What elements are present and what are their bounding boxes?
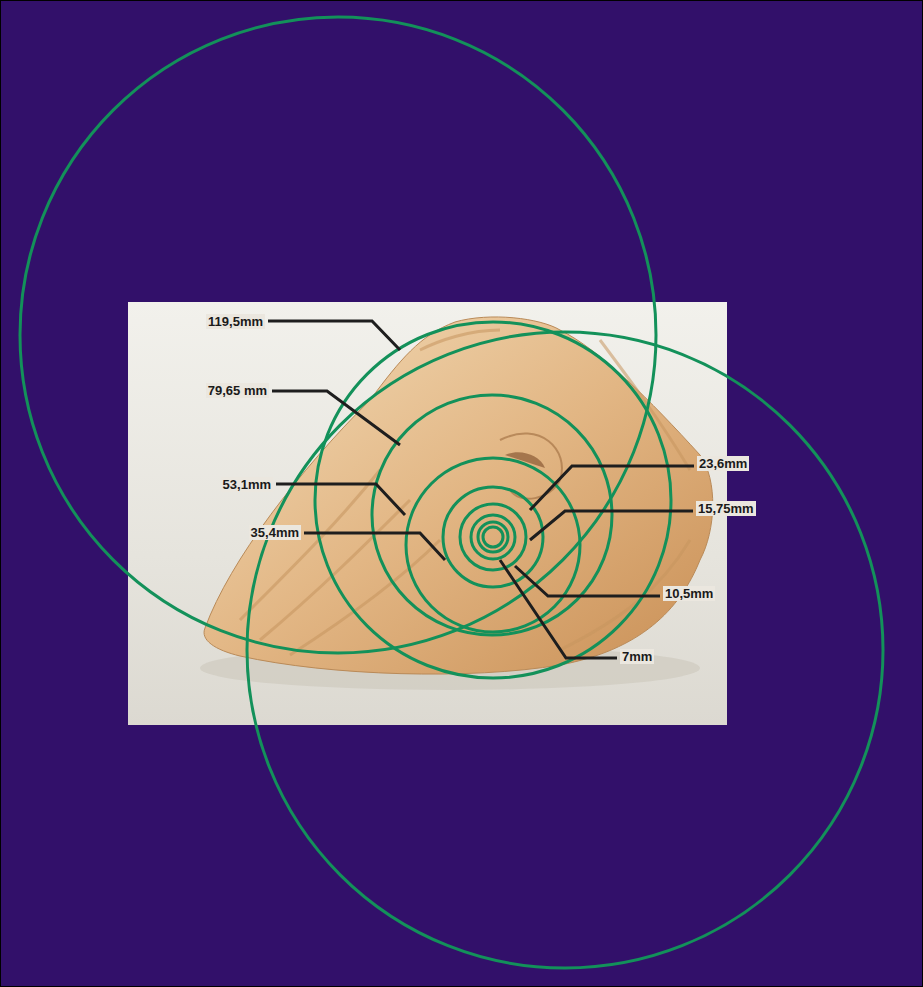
dimension-label: 53,1mm xyxy=(221,477,273,492)
dimension-label: 35,4mm xyxy=(249,525,301,540)
dimension-label: 10,5mm xyxy=(663,586,715,601)
measure-circles xyxy=(20,17,883,968)
dimension-label: 79,65 mm xyxy=(206,383,269,398)
leader-lines xyxy=(268,321,694,658)
dimension-label: 15,75mm xyxy=(696,501,756,516)
dimension-label: 119,5mm xyxy=(206,314,265,329)
dimension-label: 23,6mm xyxy=(697,456,749,471)
dimension-label: 7mm xyxy=(620,649,654,664)
